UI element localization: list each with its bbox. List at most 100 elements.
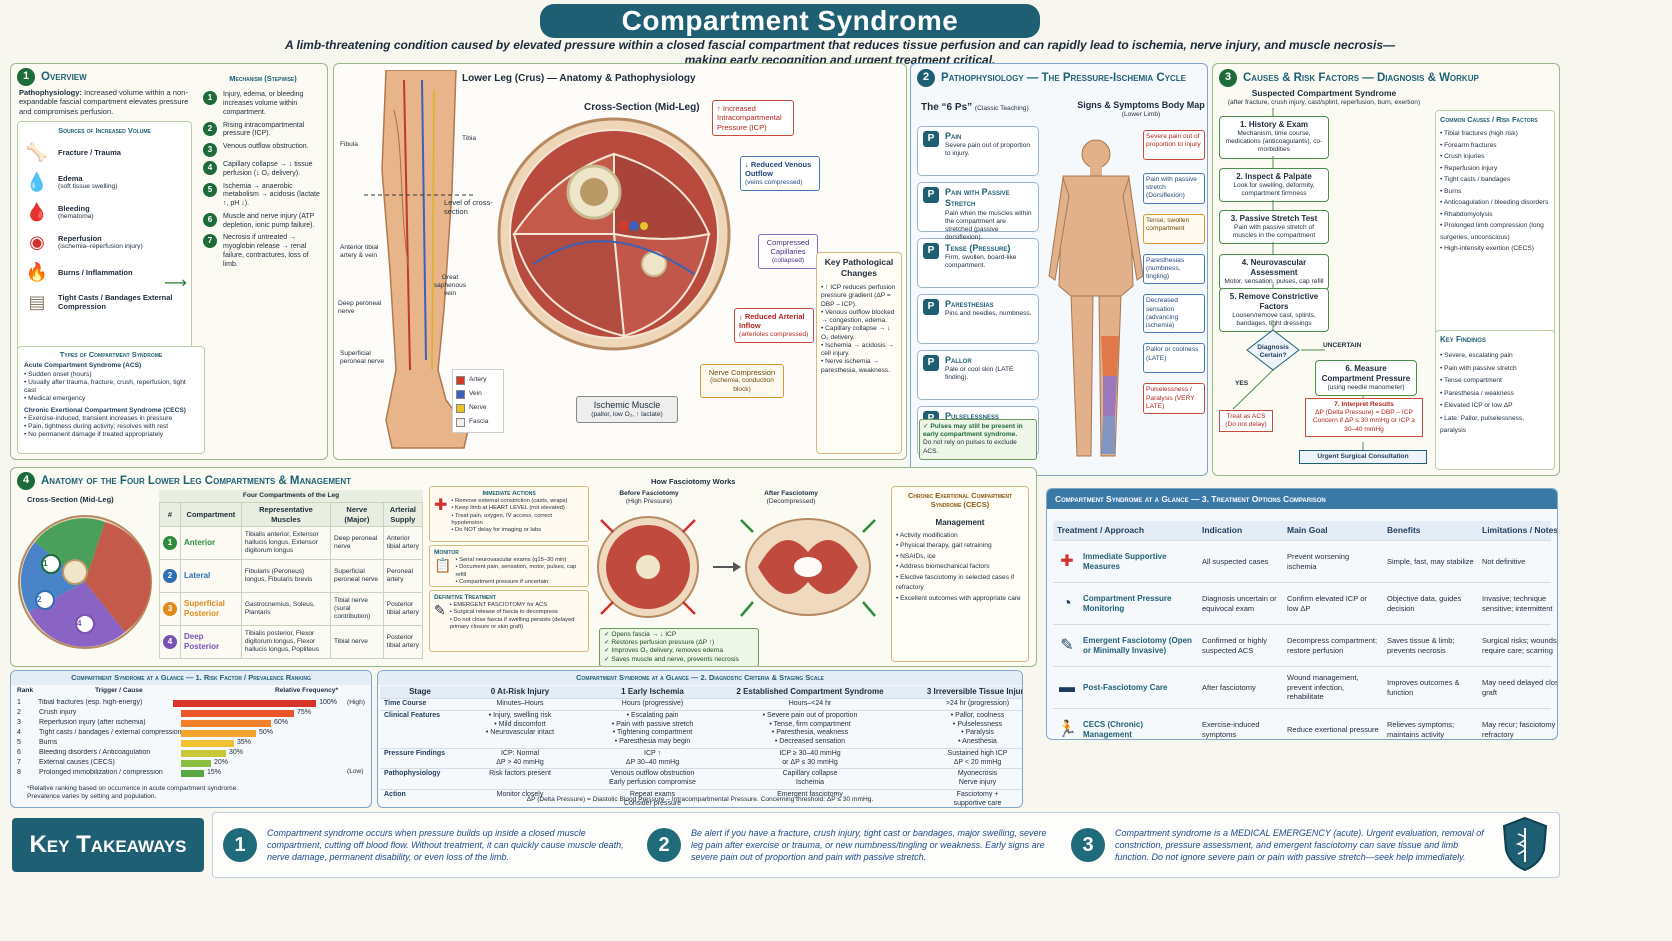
stage-col-header: 2 Established Compartment Syndrome xyxy=(725,686,895,699)
compartment-muscles: Tibialis anterior, Extensor hallucis lon… xyxy=(240,525,332,560)
overview-heading: 1 Overview xyxy=(17,68,87,86)
legend-label: Fascia xyxy=(469,417,489,425)
risk-value-label: 35% xyxy=(237,738,252,746)
risk-bar xyxy=(181,719,271,727)
risk-note-2: Prevalence varies by setting and populat… xyxy=(27,793,157,801)
callout-capillaries-title: Compressed Capillaries xyxy=(766,238,810,257)
sixp-title: The “6 Ps” xyxy=(921,102,973,113)
after-sub: (Decompressed) xyxy=(766,498,816,506)
stage-cell: Myonecrosis Nerve injury xyxy=(895,769,1022,790)
urgent-consult: Urgent Surgical Consultation xyxy=(1299,450,1427,465)
mechanism-step-text: Capillary collapse → ↓ tissue perfusion … xyxy=(223,161,313,177)
source-label: Tight Casts / Bandages External Compress… xyxy=(58,293,173,312)
risk-rank: 4 xyxy=(17,728,21,736)
callout-arterial: ↓ Reduced Arterial Inflow (arterioles co… xyxy=(734,308,814,343)
stage-col-header: Stage xyxy=(380,686,460,699)
compartment-artery: Peroneal artery xyxy=(382,558,424,593)
compartment-number: 4 xyxy=(163,634,177,649)
legend-swatch xyxy=(456,417,465,427)
takeaway-text: Compartment syndrome occurs when pressur… xyxy=(267,828,624,862)
cecs-mgmt-item: • Activity modification xyxy=(896,531,958,539)
scalpel-icon: ✎ xyxy=(434,602,446,619)
scalpel-icon: ✎ xyxy=(1060,636,1074,654)
sixp-sub: (Classic Teaching) xyxy=(974,105,1029,112)
risk-notes: *Relative ranking based on occurrence in… xyxy=(27,785,367,801)
stage-cell: Fasciotomy + supportive care xyxy=(895,790,1022,807)
bodymap-sub: (Lower Limb) xyxy=(1121,111,1161,119)
risk-bar xyxy=(181,709,294,717)
xsec-num-2: 2 xyxy=(37,595,42,604)
callout-nerve: Nerve Compression (ischemia, conduction … xyxy=(700,364,784,398)
risk-bar xyxy=(181,739,234,747)
legend-item: Nerve xyxy=(456,401,500,415)
stage-cell: Emergent fasciotomy xyxy=(725,790,895,807)
suspected-box: Suspected Compartment Syndrome (after fr… xyxy=(1217,88,1431,107)
stage-col-header: 1 Early Ischemia xyxy=(580,686,725,699)
stage-cell: Hours (progressive) xyxy=(580,699,725,711)
fasciotomy-benefits: ✓ Opens fascia → ↓ ICP✓ Restores perfusi… xyxy=(599,628,759,666)
compartment-artery: Posterior tibial artery xyxy=(382,591,424,626)
treatment-name-cell: ◔Compartment Pressure Monitoring xyxy=(1053,594,1198,614)
risk-bar xyxy=(181,759,211,767)
causes-number: 3 xyxy=(1219,69,1237,87)
risk-value-label: 100% xyxy=(319,698,337,706)
lower-leg-illustration xyxy=(364,70,474,449)
treatment-name-cell: ▬Post-Fasciotomy Care xyxy=(1053,678,1198,698)
mechanism-step-text: Injury, edema, or bleeding increases vol… xyxy=(223,91,304,116)
body-callout: Severe pain out of proportion to injury xyxy=(1143,130,1205,160)
clipboard-icon: 📋 xyxy=(434,557,452,574)
sixp-text: Pale or cool skin (LATE finding). xyxy=(945,366,1014,382)
risk-rank: 5 xyxy=(17,738,21,746)
treatment-name: CECS (Chronic) Management xyxy=(1083,719,1143,739)
xsec-heading: Cross-Section (Mid-Leg) xyxy=(584,102,700,113)
workup-step-sub: Pain with passive stretch of muscles in … xyxy=(1232,224,1316,240)
finding-item: • Pain with passive stretch xyxy=(1440,364,1517,372)
mechanism-step-number: 6 xyxy=(203,212,217,227)
overview-title: Overview xyxy=(41,70,87,83)
mechanism-step-number: 1 xyxy=(203,91,217,106)
changes-box: Key Pathological Changes • ↑ ICP reduces… xyxy=(816,252,902,454)
causes-title: Causes & Risk Factors — Diagnosis & Work… xyxy=(1243,71,1479,84)
finding-item: • Elevated ICP or low ΔP xyxy=(1440,402,1513,409)
treatment-goal: Prevent worsening ischemia xyxy=(1287,552,1350,571)
compartment-nerve: Tibial nerve (sural contribution) xyxy=(330,591,384,626)
patho-label: Pathophysiology: xyxy=(19,88,82,97)
callout-arterial-sub: (arterioles compressed) xyxy=(739,330,809,338)
cecs-mgmt-list: • Activity modification• Physical therap… xyxy=(896,531,1024,605)
treatment-ind: Exercise-induced symptoms xyxy=(1202,720,1260,739)
findings-list: • Severe, escalating pain• Pain with pas… xyxy=(1440,350,1550,438)
risk-rank: 7 xyxy=(17,758,21,766)
risk-trigger: Reperfusion injury (after ischemia) xyxy=(39,718,146,726)
cecs-mgmt-item: • Address biomechanical factors xyxy=(896,563,990,571)
callout-nerve-sub: (ischemia, conduction block) xyxy=(710,377,774,393)
compartments-col-header: Arterial Supply xyxy=(382,502,424,527)
workup-step-title: 4. Neurovascular Assessment xyxy=(1241,258,1307,277)
sixp-title: Pallor xyxy=(945,355,972,365)
stage-cell: Risk factors present xyxy=(460,769,580,790)
common-cause-item: • Crush injuries xyxy=(1440,153,1485,161)
risk-value-label: 50% xyxy=(259,728,274,736)
compartment-number: 2 xyxy=(163,568,177,583)
definitive-list: • EMERGENT FASCIOTOMY for ACS• Surgical … xyxy=(450,602,584,631)
source-item: 🩸Bleeding(hematoma) xyxy=(24,197,185,227)
after-label: After Fasciotomy (Decompressed) xyxy=(741,490,841,506)
compartment-artery: Anterior tibial artery xyxy=(382,525,424,560)
uncertain-label: UNCERTAIN xyxy=(1323,342,1362,349)
source-label: Burns / Inflammation xyxy=(58,267,133,277)
fasciotomy-heading: How Fasciotomy Works xyxy=(651,477,736,486)
compartments-col-header: # xyxy=(159,502,181,527)
treatment-ben: Saves tissue & limb; prevents necrosis xyxy=(1387,636,1455,655)
source-text: Fracture / Trauma xyxy=(58,148,121,157)
callout-ischemic: Ischemic Muscle (pallor, low O₂, ↑ lacta… xyxy=(576,396,678,424)
label-fibula: Fibula xyxy=(340,141,358,148)
treatment-ben: Simple, fast, may stabilize xyxy=(1387,556,1474,566)
mechanism-step-text: Ischemia → anaerobic metabolism → acidos… xyxy=(223,182,320,208)
